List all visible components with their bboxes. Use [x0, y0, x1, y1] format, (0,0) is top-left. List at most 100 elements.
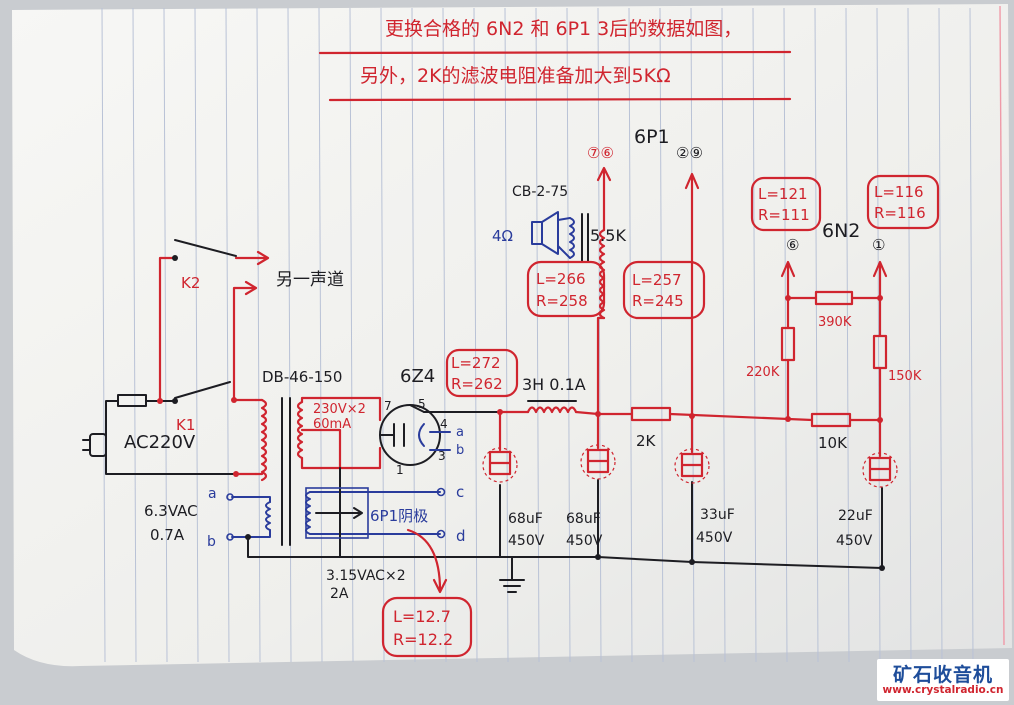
hv-lead-top: [300, 396, 382, 422]
tube-6n2-pin-right: ①: [872, 236, 885, 254]
cathode-note: 6P1阴极: [370, 507, 428, 525]
logo-title: 矿石收音机: [892, 664, 993, 686]
k1-to-transformer: [232, 280, 258, 402]
resistor-10k-label: 10K: [818, 434, 848, 452]
cap1-voltage: 450V: [508, 533, 545, 549]
cathode-pointer: [406, 528, 448, 594]
fil-ground-node: [245, 534, 251, 540]
fil-63-lead-a: [231, 496, 271, 503]
ruled-lines: [101, 7, 974, 663]
k1-switch-blade: [174, 381, 231, 399]
site-logo[interactable]: 矿石收音机 www.crystalradio.cn: [877, 659, 1009, 701]
rectifier-bubble: [445, 348, 519, 398]
cap4-value: 22uF: [838, 508, 873, 524]
mains-label: AC220V: [124, 432, 196, 453]
hv-secondary-winding: [296, 400, 304, 460]
resistor-220k-label: 220K: [746, 365, 780, 380]
6n2-left-L: L=121: [758, 185, 808, 203]
heater-current: 2A: [330, 586, 349, 602]
6n2-right-L: L=116: [874, 183, 924, 201]
output-L: L=266: [536, 270, 586, 288]
ground-symbol: [499, 556, 525, 593]
rectifier-tube-name: 6Z4: [400, 366, 435, 387]
k2-node: [157, 398, 163, 404]
margin-line: [999, 5, 1005, 646]
6n2-left-R: R=111: [758, 206, 810, 224]
capacitor-3: [674, 414, 710, 484]
cap1-value: 68uF: [508, 511, 543, 527]
resistor-390k-label: 390K: [818, 315, 852, 330]
terminal-d-label: d: [456, 527, 466, 545]
ground-node-4: [879, 565, 885, 571]
tube-6p1-pins-left: ⑦⑥: [587, 144, 614, 162]
primary-node-bottom: [233, 471, 239, 477]
cathode-L: L=12.7: [393, 607, 451, 626]
resistor-150k-label: 150K: [888, 369, 922, 384]
hv-center-tap: [300, 428, 342, 470]
k1-pivot: [172, 398, 178, 404]
screen-R: R=245: [632, 292, 684, 310]
rectifier-cathode: [418, 423, 425, 447]
cathode-bubble: [381, 596, 473, 658]
mains-wire-top: [105, 400, 119, 441]
header-underline-1: [318, 50, 792, 55]
screen-bubble: [622, 260, 706, 320]
tube-6p1-name: 6P1: [634, 126, 670, 148]
fil-voltage: 6.3VAC: [144, 502, 198, 520]
cap4-voltage: 450V: [836, 533, 873, 549]
speaker-icon: [531, 211, 571, 259]
cathode-R: R=12.2: [393, 630, 453, 649]
header-line-1: 更换合格的 6N2 和 6P1 3后的数据如图，: [385, 18, 742, 40]
output-bubble: [526, 260, 606, 318]
cap3-value: 33uF: [700, 507, 735, 523]
capacitor-2: [580, 412, 616, 480]
cap2-voltage: 450V: [566, 533, 603, 549]
cap3-voltage: 450V: [696, 530, 733, 546]
fil-63-winding: [265, 501, 271, 531]
rectifier-heater-leads: [429, 431, 451, 451]
screen-grid-lead: [684, 172, 700, 418]
6n2-right-R: R=116: [874, 204, 926, 222]
6n2-left-bubble: [750, 176, 822, 232]
header-underline-2: [328, 97, 792, 102]
rectifier-R: R=262: [451, 375, 503, 393]
rectifier-pin7: 7: [384, 399, 392, 413]
rectifier-L: L=272: [451, 354, 501, 372]
output-primary: [598, 228, 606, 320]
rectifier-pin5: 5: [418, 397, 426, 411]
node-390k-left: [785, 295, 791, 301]
rectifier-pin4: 4: [440, 417, 448, 431]
primary-winding: [260, 398, 268, 482]
mains-wire-bottom: [105, 451, 237, 475]
k2-feed: [158, 256, 177, 403]
tube-6n2-pin-left: ⑥: [786, 236, 799, 254]
fil-label-b: b: [207, 534, 216, 550]
hv-current: 60mA: [313, 417, 351, 432]
output-transformer-model: CB-2-75: [512, 184, 568, 200]
rectifier-top-link: [409, 404, 425, 413]
capacitor-1: [482, 410, 518, 483]
tube-6p1-pins-right: ②⑨: [676, 144, 703, 162]
k1-label: K1: [176, 416, 195, 434]
other-channel-label: 另一声道: [276, 270, 344, 290]
rectifier-tap-a: a: [456, 425, 464, 440]
heater-bracket: [305, 487, 369, 539]
heater-tap-arrow: [315, 507, 363, 519]
header-line-2: 另外，2K的滤波电阻准备加大到5KΩ: [360, 65, 671, 87]
ground-node-2: [595, 554, 601, 560]
fil-terminal-a: [226, 493, 234, 501]
ground-node-3: [689, 559, 695, 565]
primary-node-top: [231, 397, 237, 403]
terminal-c-label: c: [456, 483, 464, 501]
fil-terminal-b: [226, 533, 234, 541]
plate-lead: [596, 166, 612, 232]
k2-label: K2: [181, 274, 200, 292]
fil-current: 0.7A: [150, 526, 185, 544]
choke-winding: [526, 406, 578, 414]
terminal-c: [436, 487, 446, 497]
k2-pivot: [172, 255, 178, 261]
tube-6n2-name: 6N2: [822, 220, 860, 242]
power-transformer-model: DB-46-150: [262, 368, 342, 386]
rect-filament-winding: [305, 491, 311, 535]
